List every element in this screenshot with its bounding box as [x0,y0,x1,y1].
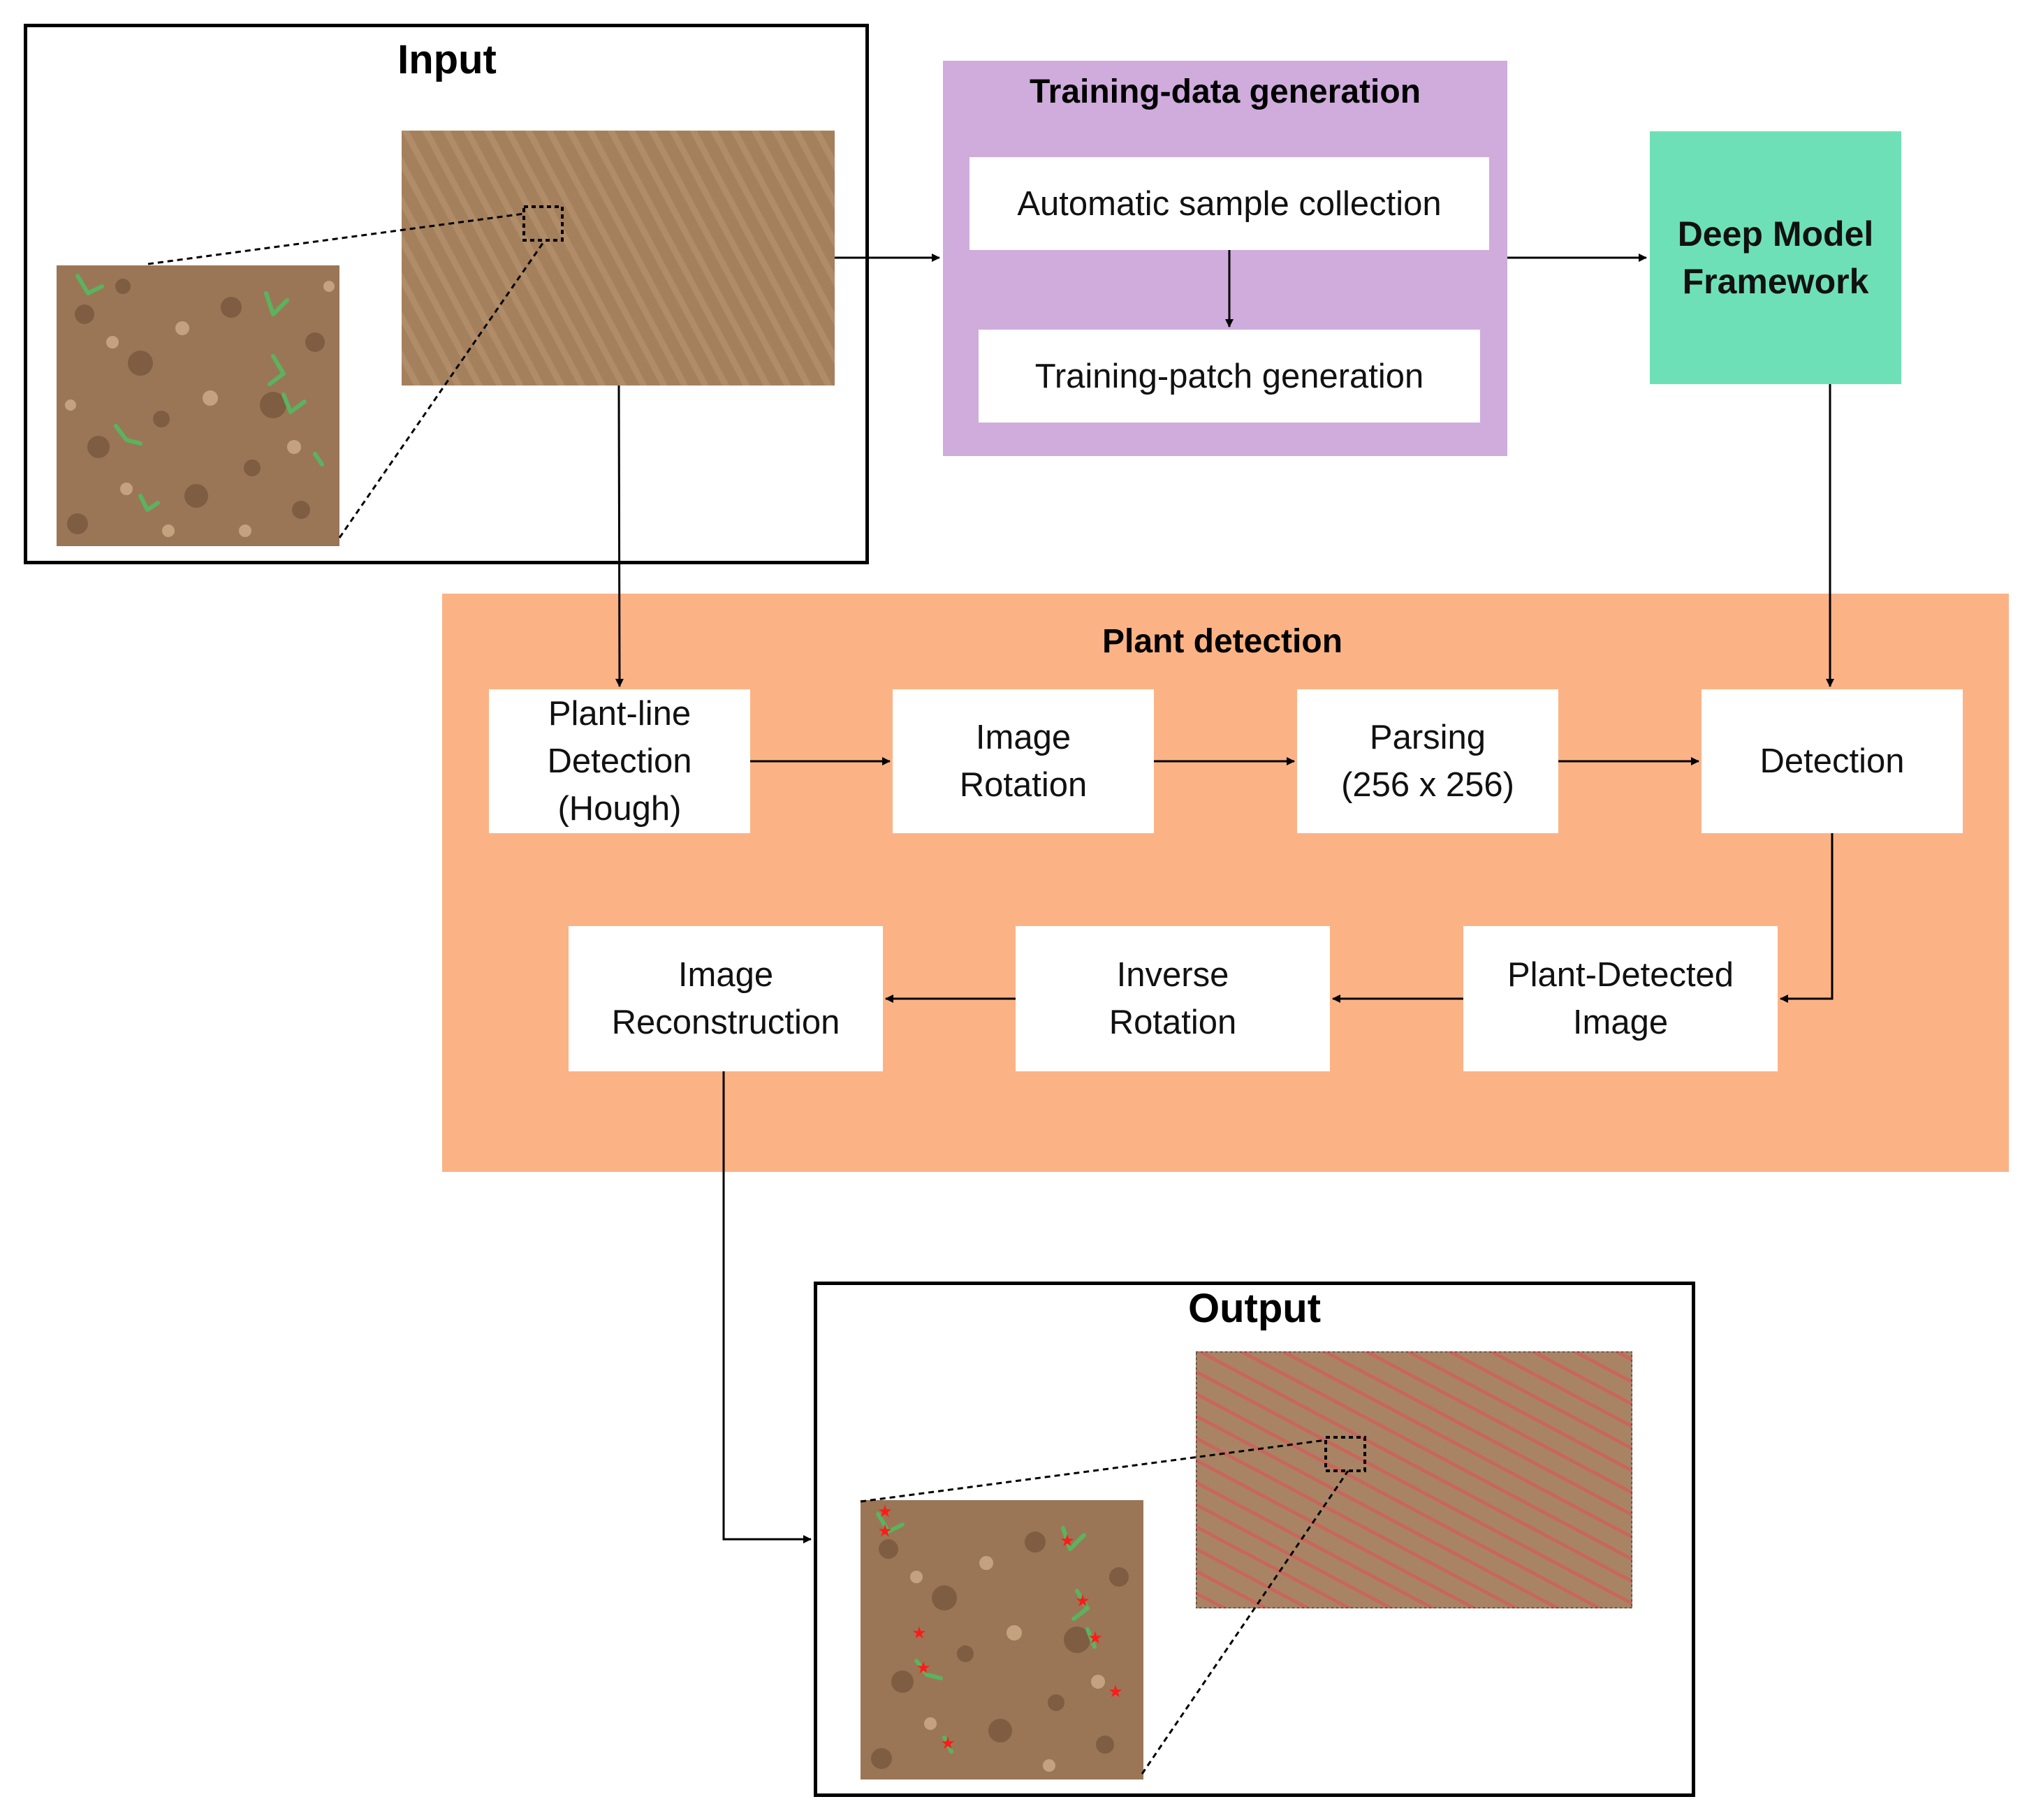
training-patch-generation-box: Training-patch generation [979,330,1480,423]
star-marker: ★ [1088,1628,1103,1647]
image-rotation-box: Image Rotation [893,689,1154,833]
star-marker: ★ [1108,1682,1123,1701]
output-field-image [1196,1351,1632,1608]
image-reconstruction-label-1: Image [678,956,774,994]
star-marker: ★ [916,1658,931,1678]
output-zoom-line-top [860,1439,1326,1503]
input-title: Input [397,37,497,82]
plant-detection-title: Plant detection [1102,623,1343,660]
star-marker: ★ [912,1623,927,1643]
detection-box: Detection [1702,689,1963,833]
input-zoom-line-bottom [338,240,546,538]
output-zoom-image: ★ ★ ★ ★ ★ ★ ★ ★ ★ [861,1500,1143,1779]
parsing-label-1: Parsing [1369,719,1486,756]
image-rotation-label-2: Rotation [959,766,1088,804]
deep-model-label-line2: Framework [1682,262,1869,301]
detection-markers: ★ ★ ★ ★ ★ ★ ★ ★ ★ [877,1502,1123,1753]
star-marker: ★ [877,1502,893,1521]
image-rotation-label-1: Image [975,719,1071,756]
inverse-rotation-box: Inverse Rotation [1016,926,1330,1071]
input-zoom-image [57,265,339,546]
plant-detected-label-1: Plant-Detected [1507,956,1734,994]
parsing-box: Parsing (256 x 256) [1297,689,1558,833]
plant-line-label-3: (Hough) [557,790,682,828]
star-marker: ★ [1060,1531,1075,1550]
training-patch-generation-label: Training-patch generation [1034,357,1424,395]
image-reconstruction-box: Image Reconstruction [569,926,883,1071]
parsing-label-2: (256 x 256) [1341,766,1514,804]
star-marker: ★ [940,1733,956,1753]
arrow-reconstruction-to-output [722,1071,812,1543]
arrow-detection-to-plant-detected [1780,833,1834,1003]
output-title: Output [1187,1286,1322,1331]
plant-detected-image-box: Plant-Detected Image [1463,926,1778,1071]
inverse-rotation-label-1: Inverse [1116,956,1229,994]
output-zoom-line-bottom [1141,1470,1349,1775]
plant-detected-label-2: Image [1572,1004,1669,1041]
automatic-sample-collection-label: Automatic sample collection [1017,184,1442,223]
training-data-title: Training-data generation [1029,73,1421,110]
deep-model-label-line1: Deep Model [1677,214,1874,254]
output-zoom-marker [1324,1436,1366,1472]
input-zoom-line-top [147,212,525,265]
inverse-rotation-label-2: Rotation [1108,1004,1237,1041]
detection-label: Detection [1759,742,1905,780]
input-zoom-marker [522,205,564,242]
automatic-sample-collection-box: Automatic sample collection [969,157,1489,250]
plant-line-label-2: Detection [547,742,692,780]
deep-model-framework-box: Deep Model Framework [1650,131,1901,384]
plant-line-detection-box: Plant-line Detection (Hough) [489,689,750,833]
star-marker: ★ [877,1521,893,1541]
arrow-input-to-plant-line [615,385,624,687]
star-marker: ★ [1075,1591,1090,1610]
image-reconstruction-label-2: Reconstruction [611,1004,840,1041]
plant-line-label-1: Plant-line [548,695,691,733]
